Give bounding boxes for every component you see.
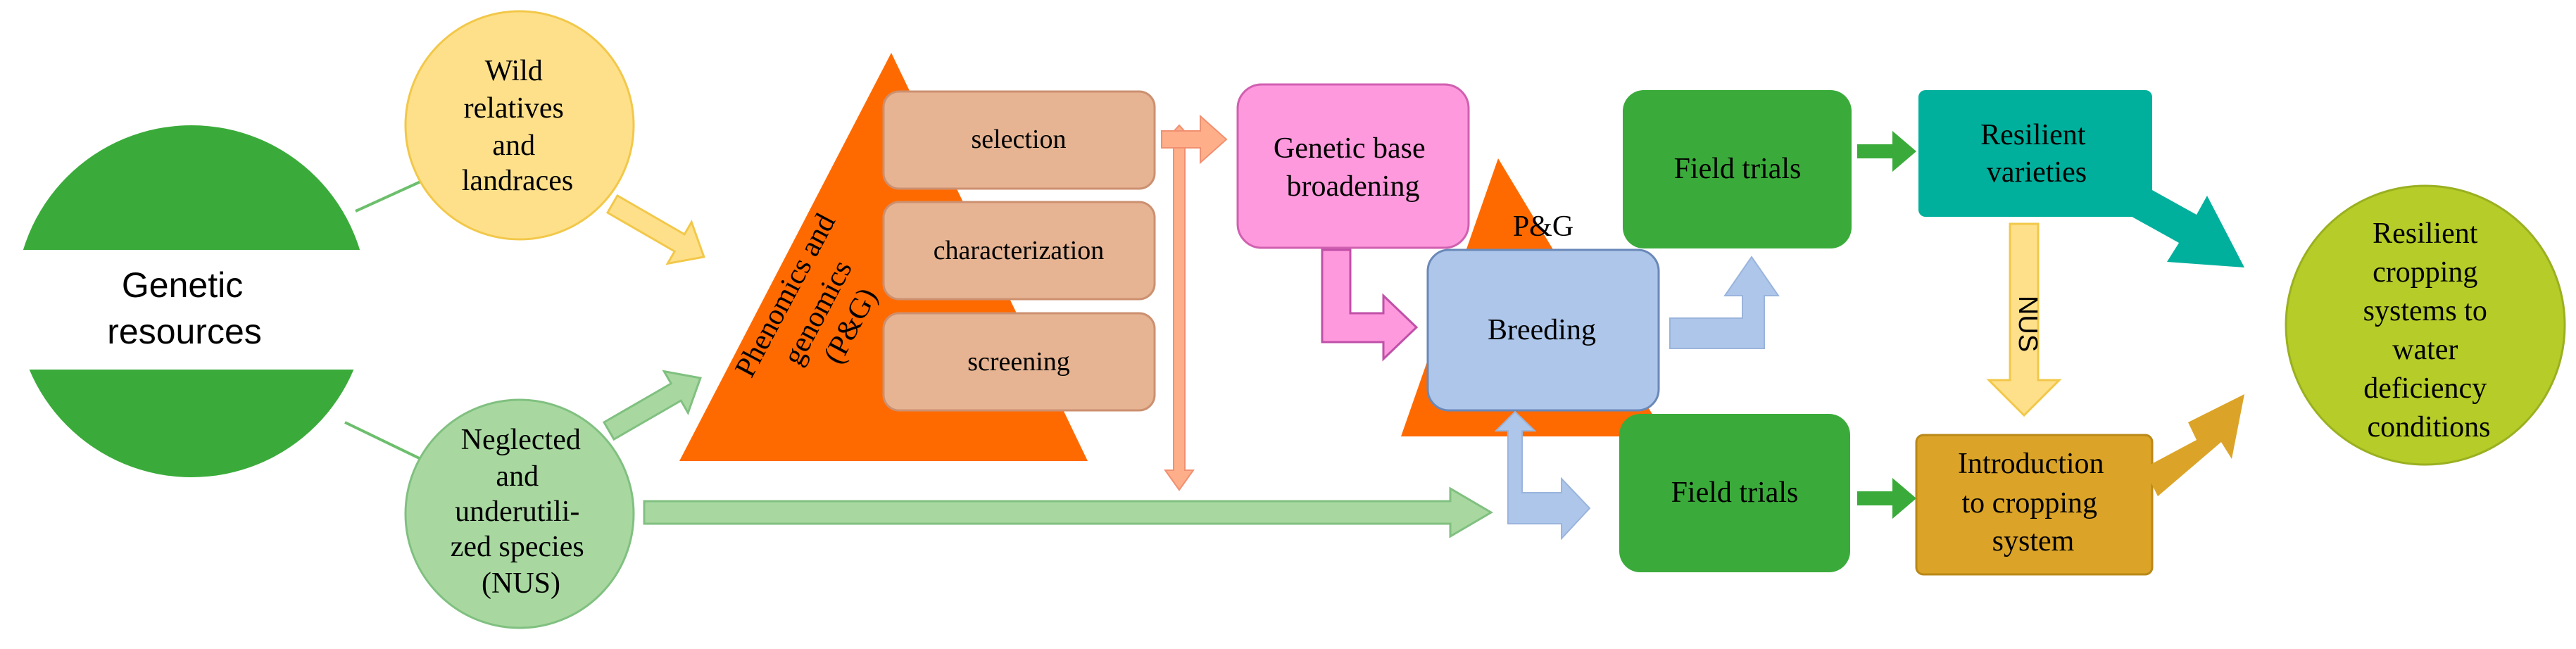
introduction-label-3: system bbox=[1992, 525, 2075, 557]
nus-label-5: (NUS) bbox=[482, 567, 560, 600]
svg-text:Wild relatives and: Wild relatives and landraces bbox=[462, 55, 574, 197]
arrow-introduction-to-systems bbox=[2144, 394, 2244, 496]
introduction-node: Introduction to cropping system bbox=[1915, 434, 2154, 576]
arrow-nus-to-field-trials bbox=[643, 486, 1493, 538]
characterization-label: characterization bbox=[934, 236, 1105, 265]
wild-label-1: Wild bbox=[485, 55, 543, 87]
arrow-field-top-to-varieties bbox=[1857, 131, 1916, 172]
arrow-pyramid-vertical bbox=[1163, 124, 1195, 491]
small-pyramid-label: P&G bbox=[1513, 210, 1573, 243]
resilient-systems-label-5: deficiency bbox=[2363, 372, 2487, 405]
nus-label-3: underutili- bbox=[455, 496, 579, 528]
arrow-pyramid-to-genetic-base bbox=[1161, 114, 1228, 165]
arrow-varieties-to-systems bbox=[2116, 179, 2244, 267]
field-trials-bottom-label: Field trials bbox=[1671, 477, 1799, 509]
arrow-nus-to-pyramid bbox=[602, 370, 702, 441]
genetic-base-label-1: Genetic base bbox=[1274, 132, 1426, 165]
nus-label-1: Neglected bbox=[461, 424, 581, 456]
arrow-wild-to-pyramid bbox=[605, 194, 705, 265]
field-trials-bottom-node: Field trials bbox=[1619, 414, 1850, 572]
svg-text:Genetic resources: Genetic resources bbox=[107, 265, 262, 351]
field-trials-top-node: Field trials bbox=[1623, 90, 1852, 248]
genetic-base-label-2: broadening bbox=[1287, 170, 1420, 203]
resilient-varieties-node: Resilient varieties bbox=[1918, 90, 2152, 217]
arrow-genetic-base-to-breeding bbox=[1321, 248, 1419, 362]
resilient-systems-label-6: conditions bbox=[2368, 411, 2491, 443]
genetic-resources-label-1: Genetic bbox=[122, 265, 243, 305]
arrow-breeding-to-field-bottom bbox=[1494, 410, 1591, 541]
arrow-breeding-to-field-top bbox=[1669, 256, 1780, 349]
genetic-resources-node: Genetic resources bbox=[15, 125, 367, 477]
pyramid-item-screening: screening bbox=[882, 312, 1156, 412]
nus-label-4: zed species bbox=[451, 531, 584, 563]
wild-label-3: and bbox=[492, 130, 535, 162]
arrow-nus-down: NUS bbox=[1986, 222, 2062, 417]
svg-text:Resilient cropping: Resilient cropping systems to water defi… bbox=[2363, 218, 2495, 443]
breeding-label: Breeding bbox=[1488, 314, 1596, 346]
screening-label: screening bbox=[967, 347, 1070, 377]
introduction-label-2: to cropping bbox=[1962, 487, 2097, 519]
resilient-systems-label-3: systems to bbox=[2363, 295, 2487, 327]
svg-text:Resilient varieties: Resilient varieties bbox=[1980, 119, 2093, 189]
nus-species-node: Neglected and underutili- zed species (N… bbox=[404, 398, 635, 629]
svg-text:Genetic base broadening: Genetic base broadening bbox=[1274, 132, 1433, 203]
genetic-resources-label-2: resources bbox=[107, 312, 262, 351]
wild-label-2: relatives bbox=[464, 92, 564, 125]
nus-arrow-label: NUS bbox=[2013, 296, 2042, 352]
introduction-label-1: Introduction bbox=[1958, 448, 2104, 480]
resilient-systems-label-2: cropping bbox=[2373, 256, 2477, 289]
arrow-field-bottom-to-introduction bbox=[1857, 478, 1916, 519]
resilient-systems-label-4: water bbox=[2392, 334, 2458, 366]
connector-line-nus bbox=[344, 421, 430, 465]
pyramid-item-characterization: characterization bbox=[882, 201, 1156, 301]
selection-label: selection bbox=[971, 125, 1066, 154]
field-trials-top-label: Field trials bbox=[1674, 153, 1802, 185]
resilient-systems-node: Resilient cropping systems to water defi… bbox=[2285, 184, 2566, 466]
resilient-varieties-label-1: Resilient bbox=[1980, 119, 2086, 151]
wild-relatives-node: Wild relatives and landraces bbox=[404, 10, 635, 241]
svg-text:Introduction to cropping: Introduction to cropping system bbox=[1958, 448, 2111, 557]
genetic-base-broadening-node: Genetic base broadening bbox=[1236, 83, 1470, 249]
breeding-node: Breeding bbox=[1426, 248, 1660, 412]
svg-text:Neglected and unde: Neglected and underutili- zed species (N… bbox=[451, 424, 592, 600]
resilient-systems-label-1: Resilient bbox=[2373, 218, 2478, 250]
resilient-varieties-label-2: varieties bbox=[1987, 156, 2087, 189]
svg-text:Phenomics and genomics: Phenomics and genomics (P&G) bbox=[729, 202, 909, 416]
wild-label-4: landraces bbox=[462, 165, 574, 197]
pyramid-item-selection: selection bbox=[882, 90, 1156, 190]
nus-label-2: and bbox=[496, 460, 539, 493]
